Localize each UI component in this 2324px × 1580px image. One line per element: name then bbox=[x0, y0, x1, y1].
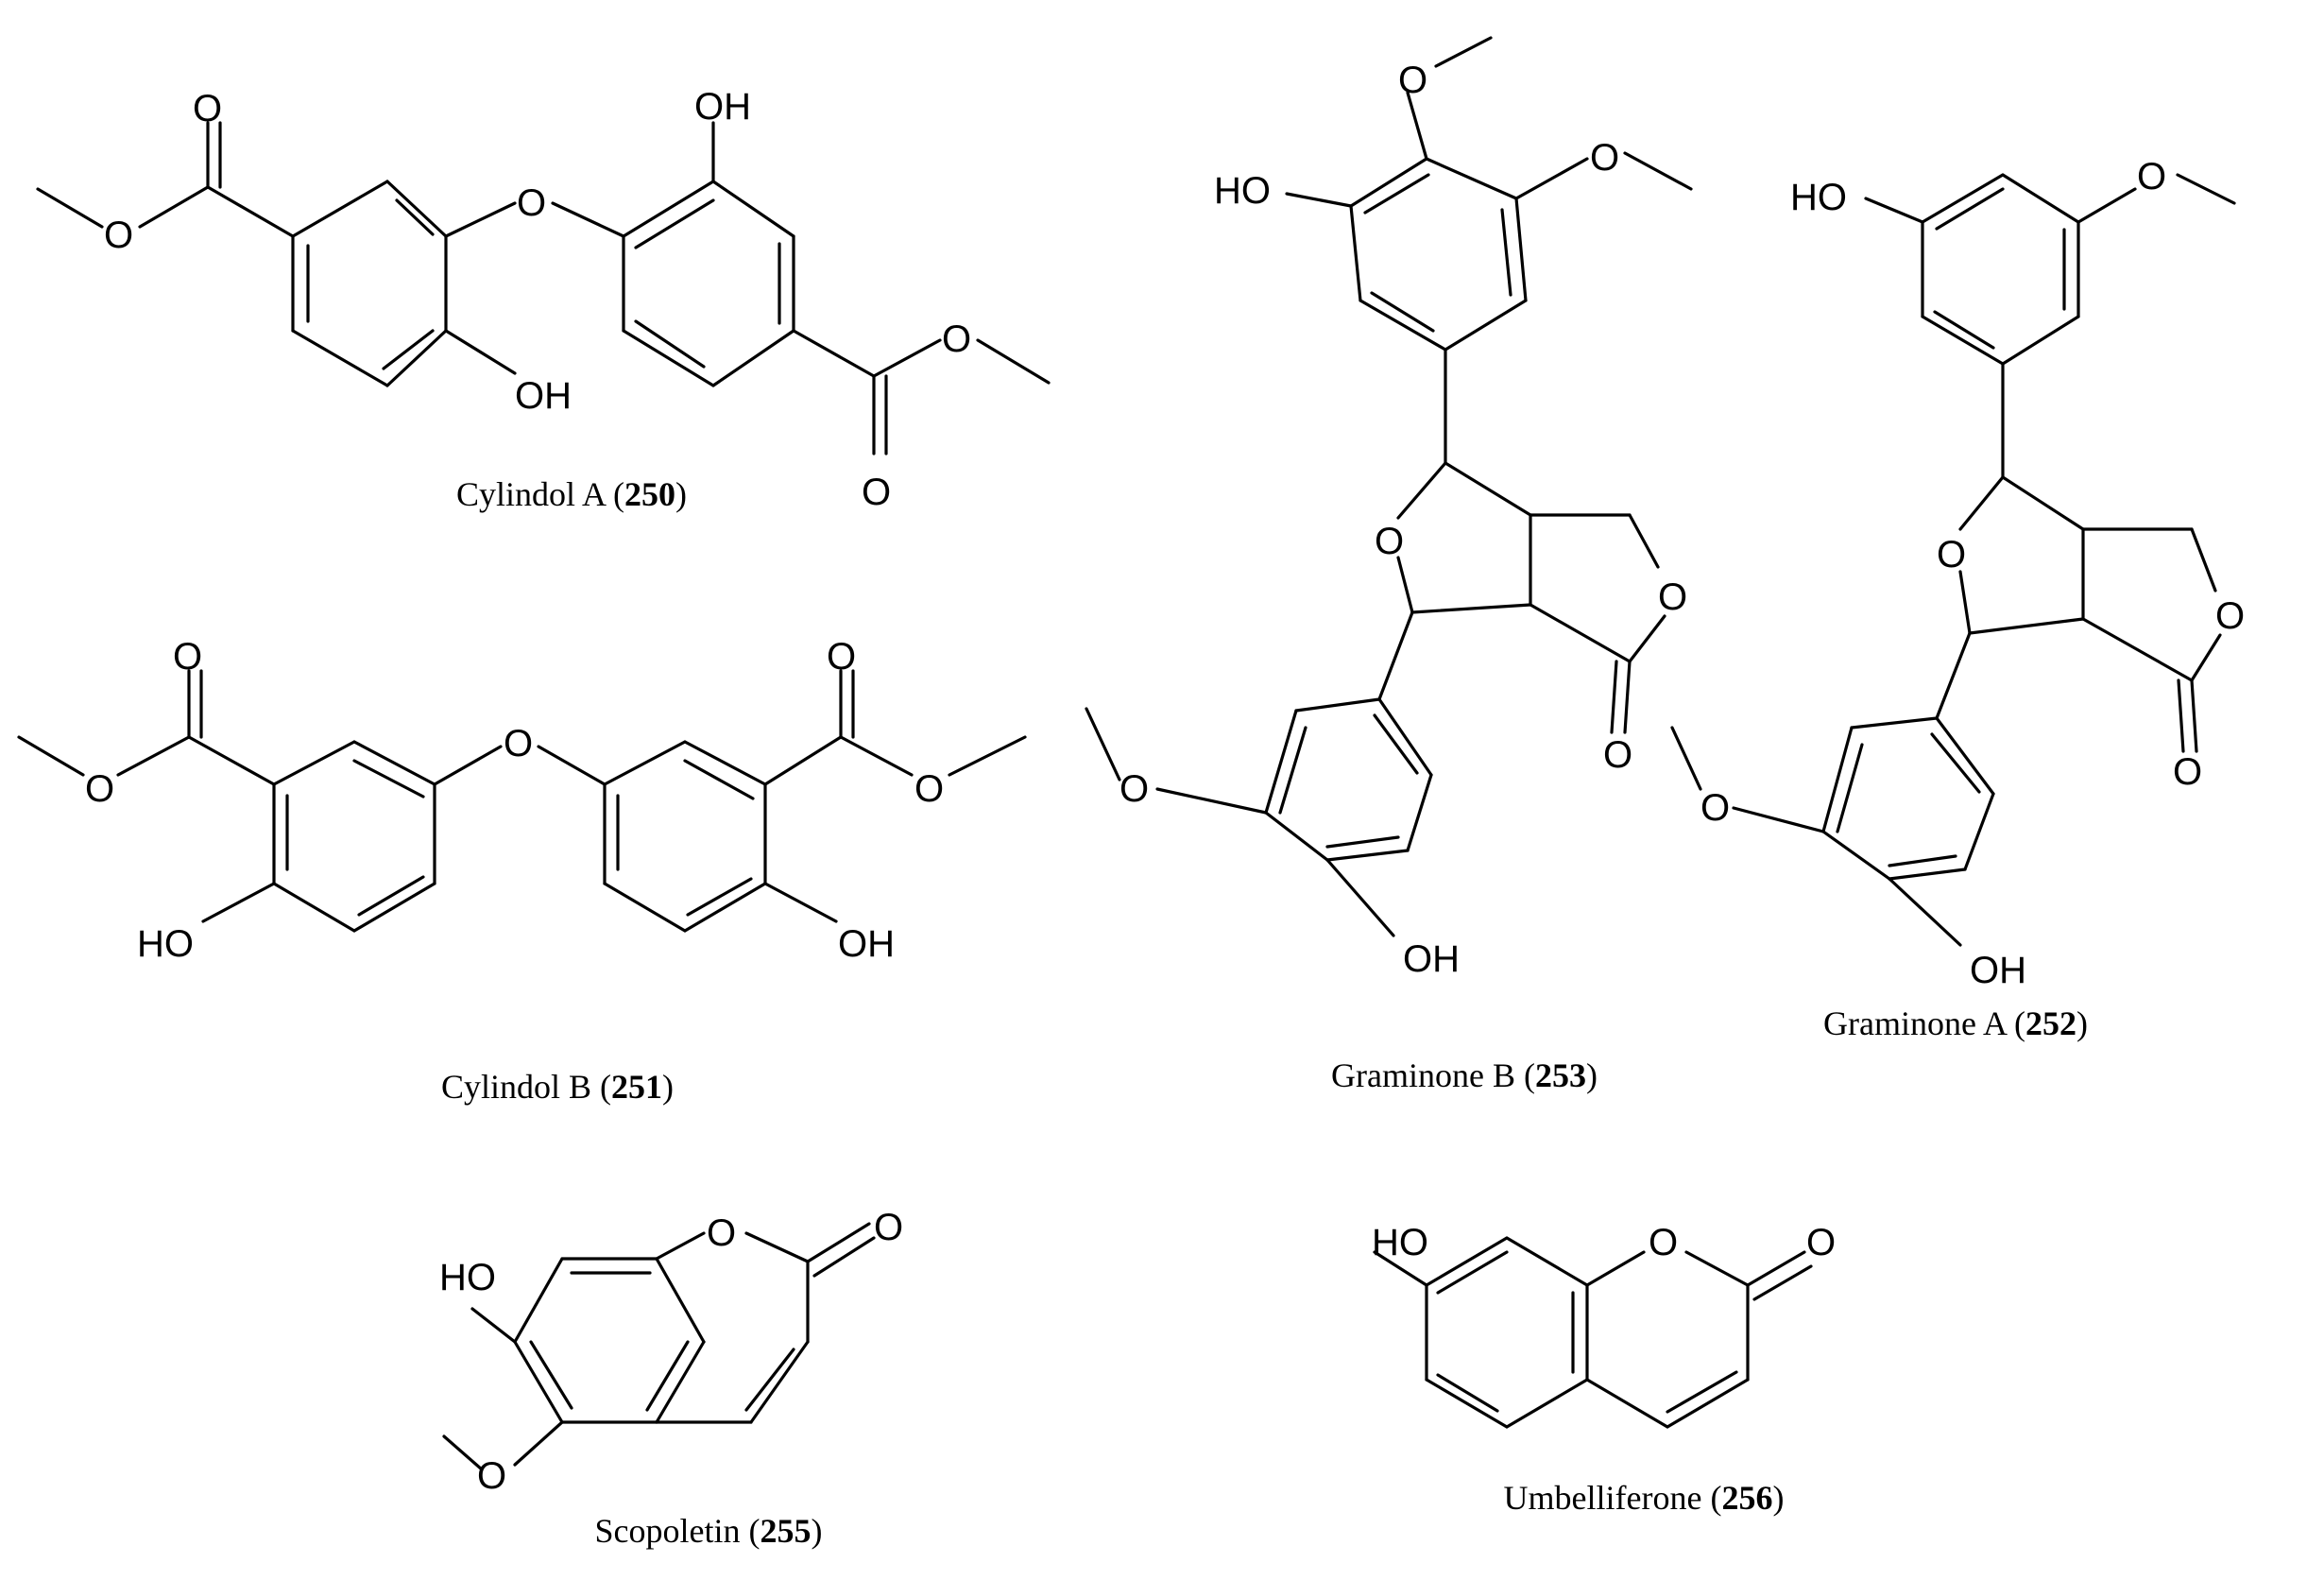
cylindol-b-atom-oh-right: OH bbox=[838, 923, 895, 965]
umbelliferone-atom-o-carbonyl: O bbox=[1806, 1222, 1836, 1263]
graminone-b-number: 253 bbox=[1535, 1056, 1586, 1094]
cylindol-b-caption: Cylindol B (251) bbox=[441, 1068, 674, 1106]
cylindol-b-atom-o-ester-right: O bbox=[914, 768, 944, 810]
graminone-b-paren-open: ( bbox=[1524, 1056, 1535, 1094]
cylindol-b-atom-o-carbonyl-left: O bbox=[173, 636, 202, 678]
graminone-b-atom-o-methoxy-right: O bbox=[1590, 137, 1619, 179]
compound-cylindol-a: O O O OH OH O O Cylindol A (250) bbox=[36, 86, 1051, 513]
umbelliferone-caption: Umbelliferone (256) bbox=[1504, 1479, 1785, 1517]
scopoletin-paren-open: ( bbox=[748, 1512, 760, 1550]
graminone-b-atom-o-furan: O bbox=[1375, 521, 1404, 562]
graminone-a-atom-oh-bottom: OH bbox=[1970, 950, 2026, 991]
graminone-b-atom-o-carbonyl: O bbox=[1603, 734, 1632, 776]
scopoletin-name: Scopoletin bbox=[595, 1512, 741, 1550]
umbelliferone-atom-ho: HO bbox=[1372, 1222, 1428, 1263]
compound-scopoletin: HO O O O Scopoletin (255) bbox=[439, 1207, 903, 1550]
scopoletin-paren-close: ) bbox=[811, 1512, 822, 1550]
umbelliferone-paren-open: ( bbox=[1710, 1479, 1721, 1517]
cylindol-b-number: 251 bbox=[611, 1068, 662, 1106]
graminone-b-name: Graminone B bbox=[1331, 1056, 1515, 1094]
graminone-b-paren-close: ) bbox=[1586, 1056, 1598, 1094]
cylindol-a-atom-o-ether: O bbox=[517, 182, 546, 224]
scopoletin-number: 255 bbox=[760, 1512, 811, 1550]
cylindol-a-atom-o-ester-left: O bbox=[104, 215, 133, 256]
cylindol-b-atom-o-ester-left: O bbox=[85, 768, 114, 810]
cylindol-b-paren-open: ( bbox=[600, 1068, 611, 1106]
scopoletin-atom-ho: HO bbox=[439, 1257, 496, 1298]
cylindol-a-atom-o-carbonyl-left: O bbox=[193, 88, 222, 129]
umbelliferone-atom-o-ring: O bbox=[1649, 1222, 1678, 1263]
graminone-a-caption: Graminone A (252) bbox=[1823, 1005, 2088, 1042]
umbelliferone-name: Umbelliferone bbox=[1504, 1479, 1702, 1517]
graminone-a-atom-o-lactone: O bbox=[2215, 595, 2245, 637]
graminone-a-atom-o-carbonyl: O bbox=[2173, 751, 2202, 793]
graminone-b-atom-oh-bottom: OH bbox=[1403, 938, 1460, 980]
umbelliferone-paren-close: ) bbox=[1772, 1479, 1784, 1517]
graminone-a-atom-o-methoxy-left: O bbox=[1700, 787, 1730, 829]
cylindol-b-atom-o-ether: O bbox=[504, 723, 533, 764]
cylindol-a-atom-oh-top: OH bbox=[694, 86, 751, 128]
cylindol-b-atom-ho-left: HO bbox=[137, 923, 194, 965]
cylindol-a-caption: Cylindol A (250) bbox=[456, 475, 687, 513]
scopoletin-atom-o-ring: O bbox=[707, 1212, 736, 1254]
graminone-a-atom-ho-top: HO bbox=[1790, 177, 1847, 218]
graminone-a-paren-open: ( bbox=[2014, 1005, 2025, 1042]
scopoletin-caption: Scopoletin (255) bbox=[595, 1512, 823, 1550]
graminone-b-caption: Graminone B (253) bbox=[1331, 1056, 1598, 1094]
cylindol-a-atom-o-ester-right: O bbox=[942, 318, 971, 360]
cylindol-a-atom-oh-bottom: OH bbox=[515, 375, 572, 417]
graminone-b-atom-o-methoxy-top: O bbox=[1398, 60, 1427, 101]
cylindol-b-name: Cylindol B bbox=[441, 1068, 591, 1106]
cylindol-a-atom-o-carbonyl-right: O bbox=[862, 472, 891, 513]
scopoletin-atom-o-carbonyl: O bbox=[874, 1207, 903, 1248]
compound-graminone-a: HO O O O O O OH Graminone A (252) bbox=[1670, 156, 2245, 1042]
graminone-a-name: Graminone A bbox=[1823, 1005, 2008, 1042]
graminone-b-atom-o-lactone: O bbox=[1658, 576, 1687, 618]
compound-cylindol-b: O O O HO O O OH Cylindol B (251) bbox=[17, 636, 1027, 1106]
cylindol-b-paren-close: ) bbox=[662, 1068, 674, 1106]
compound-graminone-b: O O HO O O O O OH Graminone B (253) bbox=[1085, 36, 1693, 1094]
graminone-a-atom-o-furan: O bbox=[1937, 534, 1966, 575]
cylindol-a-paren-close: ) bbox=[675, 475, 687, 513]
graminone-b-atom-ho-top: HO bbox=[1214, 170, 1271, 212]
cylindol-a-name: Cylindol A bbox=[456, 475, 607, 513]
cylindol-b-atom-o-carbonyl-right: O bbox=[827, 636, 856, 678]
compound-umbelliferone: HO O O Umbelliferone (256) bbox=[1372, 1222, 1836, 1517]
graminone-a-paren-close: ) bbox=[2076, 1005, 2088, 1042]
graminone-a-number: 252 bbox=[2025, 1005, 2076, 1042]
graminone-b-atom-o-methoxy-left: O bbox=[1119, 768, 1149, 810]
cylindol-a-number: 250 bbox=[624, 475, 675, 513]
cylindol-a-paren-open: ( bbox=[613, 475, 624, 513]
umbelliferone-number: 256 bbox=[1721, 1479, 1772, 1517]
scopoletin-atom-o-methoxy: O bbox=[477, 1455, 506, 1497]
graminone-a-atom-o-methoxy-top: O bbox=[2137, 156, 2166, 198]
